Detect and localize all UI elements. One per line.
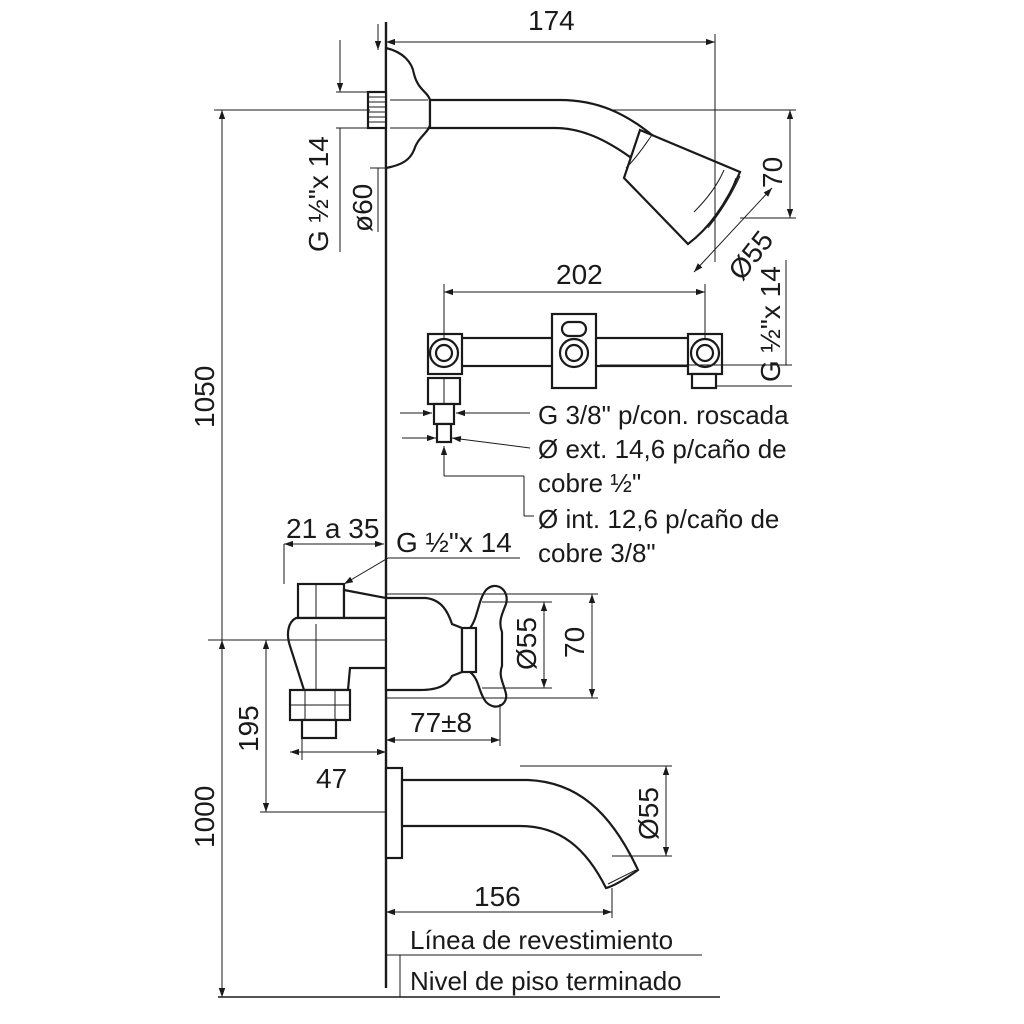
note-int-line2: cobre 3/8" [538,538,656,568]
dim-202: 202 [443,259,706,338]
svg-text:G ½"x 14: G ½"x 14 [303,136,334,252]
svg-text:70: 70 [559,627,590,658]
dim-flange: ø60 [347,24,386,232]
svg-text:1050: 1050 [189,366,220,428]
dim-1000: 1000 [189,640,226,997]
note-ext-line2: cobre ½" [538,468,641,498]
svg-text:174: 174 [528,5,575,36]
svg-text:G ½"x 14: G ½"x 14 [755,266,786,382]
dim-1050: 1050 [189,109,370,997]
note-int-line1: Ø int. 12,6 p/caño de [538,504,779,534]
fitting-notes: G 3/8" p/con. roscada Ø ext. 14,6 p/caño… [400,400,789,568]
dim-arm-thread: G ½"x 14 [303,40,368,252]
spout-assembly [384,766,640,890]
dim-mixer-thread: G ½"x 14 [343,527,520,585]
dim-mixer-knob-dia: Ø55 [482,601,552,689]
floor-level-label: Nivel de piso terminado [410,966,682,996]
dim-156: 156 [386,881,613,918]
svg-text:195: 195 [233,705,264,752]
svg-text:Ø55: Ø55 [633,787,664,840]
shower-assembly [366,46,742,246]
svg-text:77±8: 77±8 [410,707,472,738]
mixer-assembly [286,582,508,740]
dim-47: 47 [290,738,386,794]
svg-text:47: 47 [316,763,347,794]
dim-valve-thread: G ½"x 14 [600,260,792,387]
svg-text:Ø55: Ø55 [511,617,542,670]
dim-spout-dia: Ø55 [520,765,672,857]
dim-21-35: 21 a 35 [283,513,384,584]
dim-174: 174 [386,5,716,262]
svg-text:G ½"x 14: G ½"x 14 [396,527,512,558]
valve-body [426,312,724,444]
svg-text:ø60: ø60 [347,184,378,232]
svg-text:156: 156 [474,881,521,912]
svg-text:21 a 35: 21 a 35 [286,513,379,544]
note-ext-line1: Ø ext. 14,6 p/caño de [538,434,787,464]
svg-text:202: 202 [556,259,603,290]
svg-text:1000: 1000 [189,786,220,848]
svg-text:70: 70 [757,157,788,188]
wall-finish-label: Línea de revestimiento [410,925,673,955]
dim-195: 195 [208,639,386,813]
dim-77: 77±8 [386,704,501,746]
dim-mixer-knob-height: 70 [386,593,598,699]
floor-labels: Línea de revestimiento Nivel de piso ter… [218,925,720,998]
note-thread: G 3/8" p/con. roscada [538,400,789,430]
